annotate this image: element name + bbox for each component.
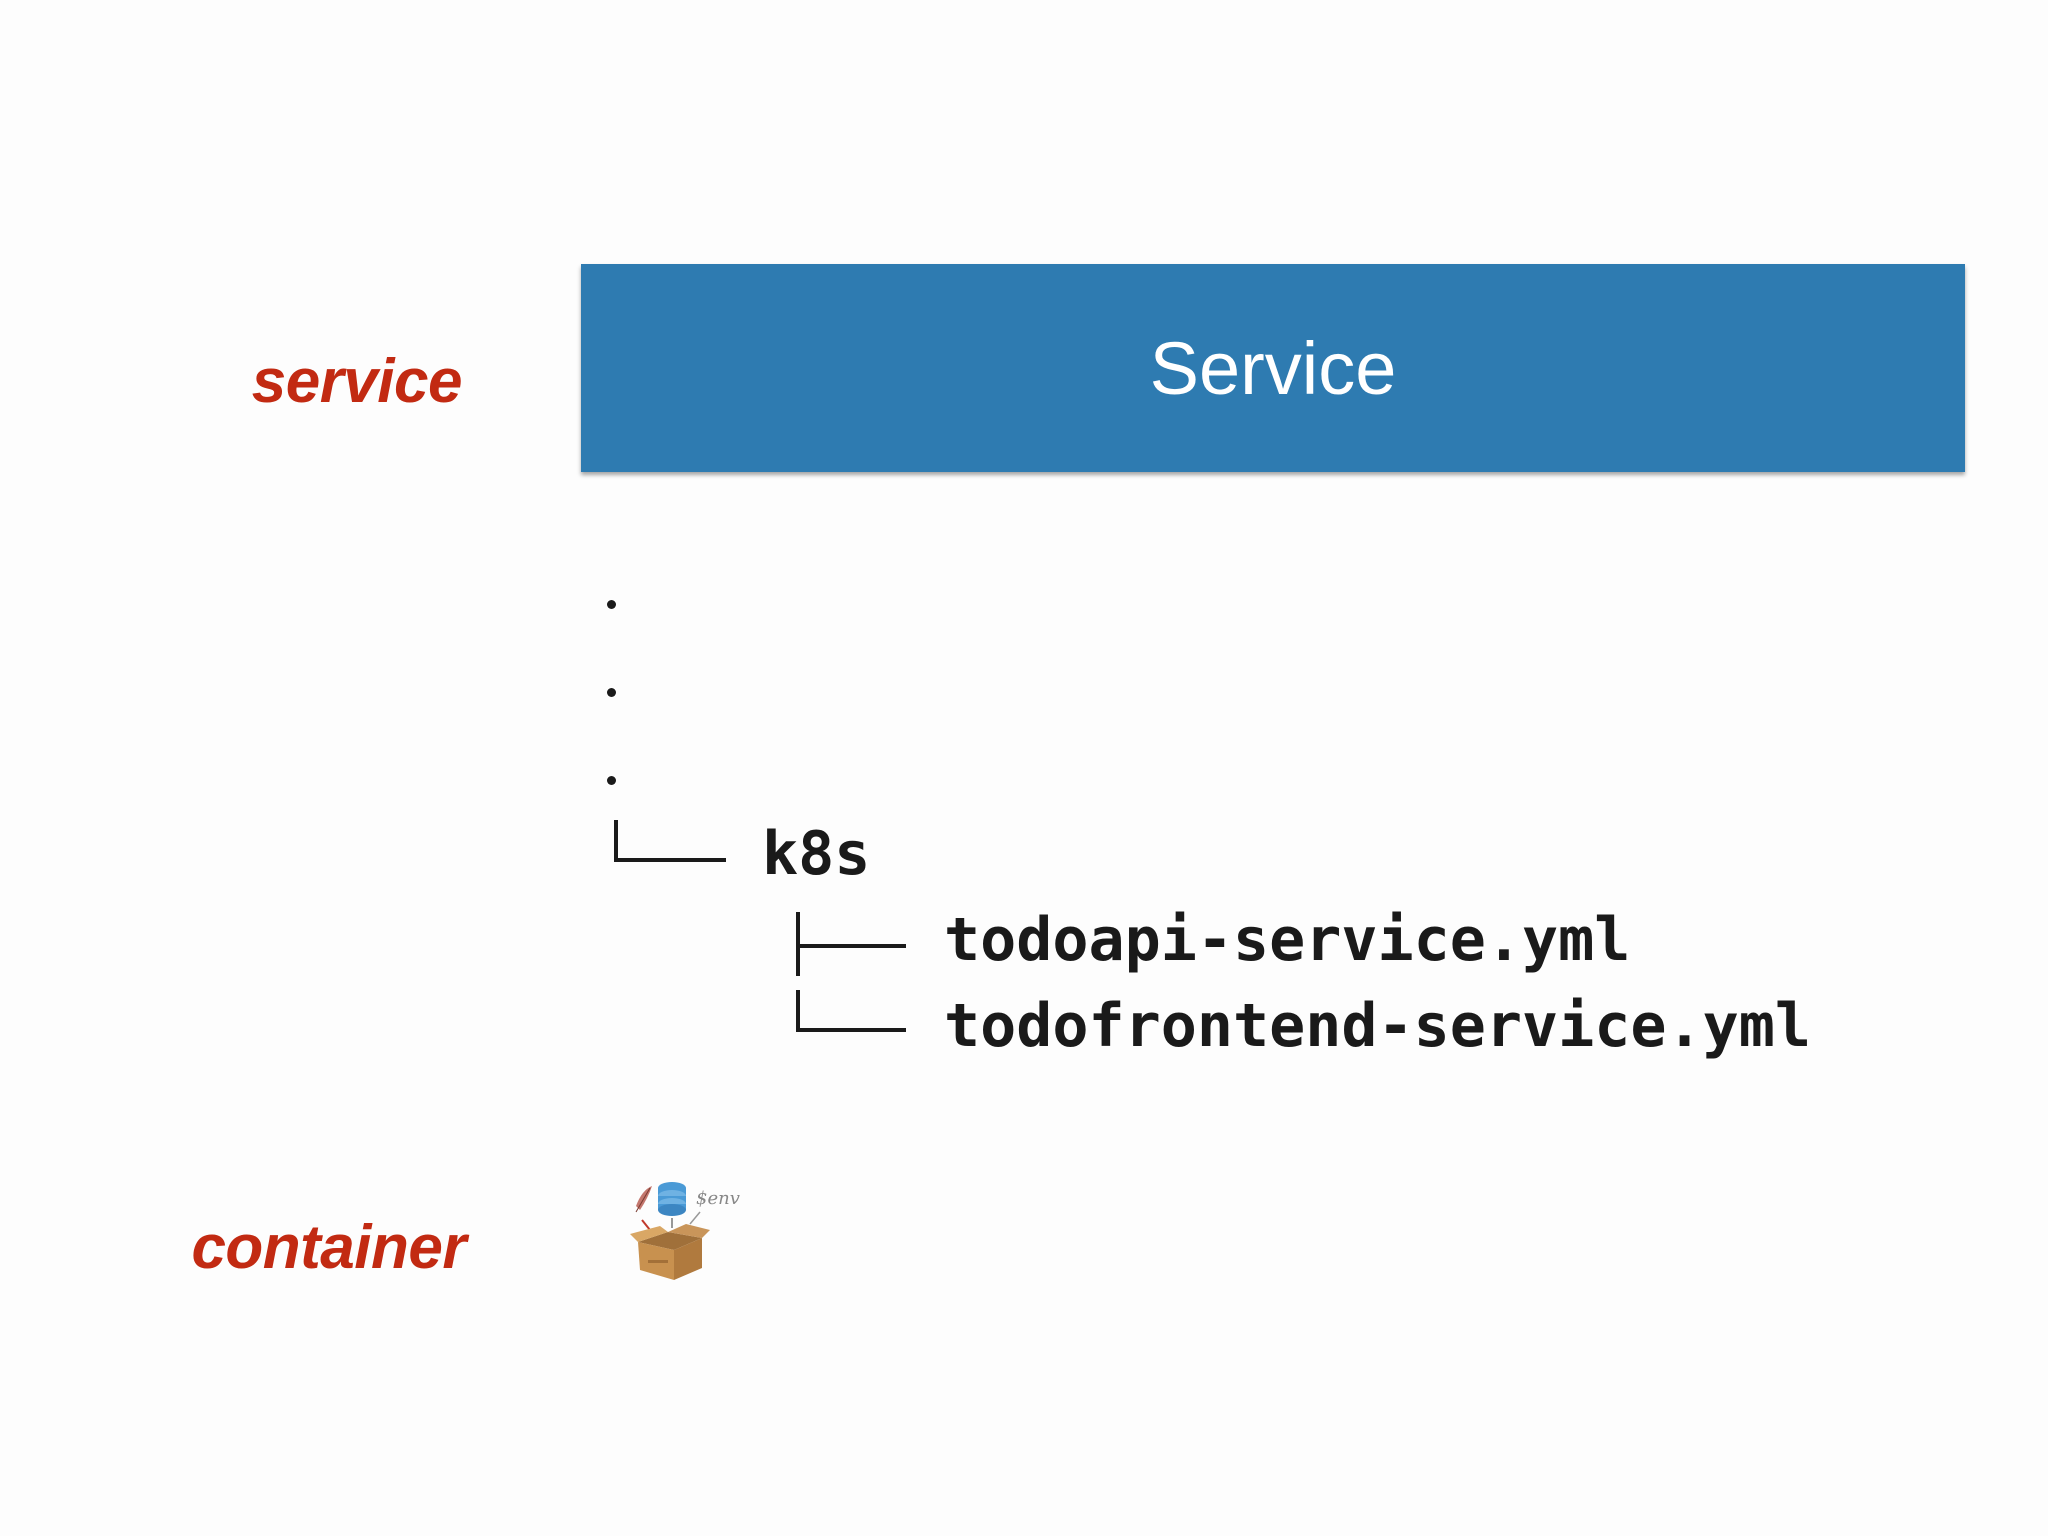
service-box-title: Service xyxy=(1149,326,1397,410)
feather-icon xyxy=(635,1186,652,1213)
tree-connector xyxy=(796,912,906,976)
tree-file: todofrontend-service.yml xyxy=(944,991,1811,1061)
layer-label-container: container xyxy=(191,1213,466,1282)
tree-connector xyxy=(796,990,906,1032)
tree-connector xyxy=(614,820,726,862)
container-box-icon: $env xyxy=(630,1182,740,1280)
tree-folder-k8s: k8s xyxy=(762,819,871,889)
tree-dot xyxy=(607,776,616,785)
env-label: $env xyxy=(696,1188,740,1209)
cardboard-box-icon xyxy=(630,1224,710,1280)
tree-dot xyxy=(607,688,616,697)
tree-dot xyxy=(607,600,616,609)
database-icon xyxy=(658,1182,686,1216)
layer-label-service: service xyxy=(251,347,463,416)
service-box: Service xyxy=(581,264,1965,472)
tree-file: todoapi-service.yml xyxy=(944,905,1631,975)
